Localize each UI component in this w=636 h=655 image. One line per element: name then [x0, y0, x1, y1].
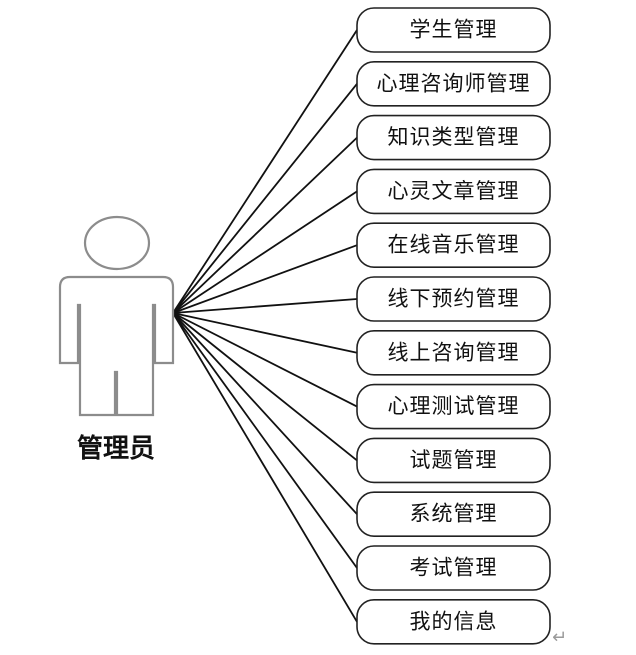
- use-case-label: 知识类型管理: [388, 125, 520, 149]
- connector-line: [172, 244, 358, 314]
- use-case-label: 线上咨询管理: [388, 340, 520, 364]
- actor-figure: 管理员: [58, 215, 175, 464]
- person-outline-icon: [58, 215, 175, 417]
- actor-head: [83, 215, 151, 271]
- use-case-item: 系统管理: [356, 491, 551, 538]
- use-case-box: [356, 383, 551, 430]
- use-case-label: 试题管理: [410, 448, 498, 472]
- use-case-box: [356, 491, 551, 538]
- use-case-item: 在线音乐管理: [356, 222, 551, 268]
- connector-line: [172, 312, 358, 354]
- use-case-label: 心灵文章管理: [388, 179, 520, 203]
- use-case-item: 线下预约管理: [356, 276, 551, 322]
- use-case-label: 考试管理: [410, 556, 498, 580]
- connector-line: [172, 190, 358, 314]
- use-case-label: 线下预约管理: [388, 287, 520, 311]
- use-case-box: [356, 598, 551, 645]
- use-case-item: 试题管理: [356, 437, 551, 484]
- use-case-box: [356, 437, 551, 484]
- connection-lines: [172, 29, 358, 623]
- connector-line: [172, 312, 358, 569]
- use-case-item: 知识类型管理: [356, 114, 551, 161]
- use-case-box: [356, 545, 551, 591]
- use-case-item: 心灵文章管理: [356, 168, 551, 215]
- use-case-item: 线上咨询管理: [356, 329, 551, 376]
- use-case-box: [356, 329, 551, 376]
- use-case-box: [356, 168, 551, 215]
- use-case-item: 考试管理: [356, 545, 551, 591]
- connector-line: [172, 136, 358, 314]
- use-case-label: 心理测试管理: [388, 394, 520, 418]
- use-case-label: 在线音乐管理: [388, 233, 520, 257]
- use-case-box: [356, 276, 551, 322]
- connector-line: [172, 298, 358, 314]
- use-case-item: 学生管理: [356, 7, 551, 53]
- connector-line: [172, 312, 358, 408]
- use-case-box: [356, 60, 551, 107]
- actor-body: [58, 275, 175, 417]
- use-case-label: 学生管理: [410, 18, 498, 42]
- connector-line: [172, 83, 358, 314]
- use-case-item: 我的信息: [356, 598, 551, 645]
- use-case-label: 心理咨询师管理: [377, 71, 531, 95]
- connector-line: [172, 312, 358, 462]
- use-case-label: 系统管理: [410, 502, 498, 526]
- connector-line: [172, 312, 358, 623]
- use-case-box: [356, 222, 551, 268]
- use-case-item: 心理咨询师管理: [356, 60, 551, 107]
- connector-line: [172, 312, 358, 515]
- use-case-list: 学生管理心理咨询师管理知识类型管理心灵文章管理在线音乐管理线下预约管理线上咨询管…: [356, 7, 551, 645]
- paragraph-mark: ↵: [552, 627, 567, 648]
- use-case-label: 我的信息: [410, 609, 498, 633]
- use-case-box: [356, 114, 551, 161]
- connector-line: [172, 29, 358, 314]
- actor-label: 管理员: [77, 434, 155, 464]
- use-case-box: [356, 7, 551, 53]
- use-case-item: 心理测试管理: [356, 383, 551, 430]
